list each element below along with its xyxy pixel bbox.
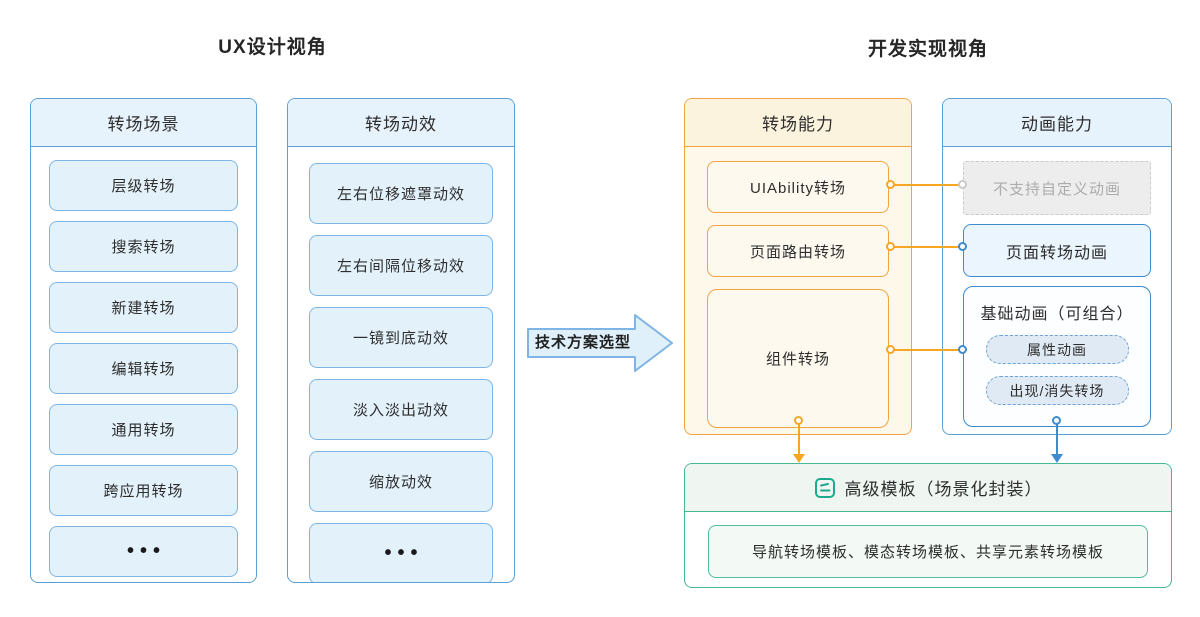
animation-item-page-transition: 页面转场动画 bbox=[963, 224, 1151, 277]
animation-item-unsupported: 不支持自定义动画 bbox=[963, 161, 1151, 215]
connector-dot-orange bbox=[794, 416, 803, 425]
flow-arrow-label: 技术方案选型 bbox=[534, 333, 631, 351]
effect-item: 淡入淡出动效 bbox=[309, 379, 493, 440]
connector-dot-blue bbox=[958, 242, 967, 251]
template-section-header: 高级模板（场景化封装） bbox=[685, 464, 1171, 512]
effect-item-ellipsis: ••• bbox=[309, 523, 493, 582]
template-icon bbox=[814, 477, 835, 498]
capability-item-component: 组件转场 bbox=[707, 289, 889, 428]
animation-column-body: 不支持自定义动画 页面转场动画 基础动画（可组合） 属性动画 出现/消失转场 bbox=[943, 147, 1171, 434]
effect-item: 缩放动效 bbox=[309, 451, 493, 512]
template-section: 高级模板（场景化封装） 导航转场模板、模态转场模板、共享元素转场模板 bbox=[684, 463, 1172, 588]
pill-appear-disappear: 出现/消失转场 bbox=[985, 376, 1129, 405]
down-arrow-blue-line bbox=[1056, 420, 1058, 456]
effect-item: 一镜到底动效 bbox=[309, 307, 493, 368]
animation-column: 动画能力 不支持自定义动画 页面转场动画 基础动画（可组合） 属性动画 出现/消… bbox=[942, 98, 1172, 435]
effect-item: 左右间隔位移动效 bbox=[309, 235, 493, 296]
connector-dot-orange bbox=[886, 345, 895, 354]
capability-column: 转场能力 UIAbility转场 页面路由转场 组件转场 bbox=[684, 98, 912, 435]
dev-perspective-title: 开发实现视角 bbox=[867, 39, 988, 60]
scene-column: 转场场景 层级转场 搜索转场 新建转场 编辑转场 通用转场 跨应用转场 ••• bbox=[30, 98, 257, 583]
down-arrow-blue-head bbox=[1051, 454, 1063, 463]
pill-property-animation: 属性动画 bbox=[985, 335, 1129, 364]
template-list: 导航转场模板、模态转场模板、共享元素转场模板 bbox=[708, 525, 1148, 578]
template-section-body: 导航转场模板、模态转场模板、共享元素转场模板 bbox=[685, 512, 1171, 587]
connector-dot-orange bbox=[886, 180, 895, 189]
scene-item: 通用转场 bbox=[49, 404, 238, 455]
connector-line-uiability bbox=[890, 184, 962, 186]
effect-column-header: 转场动效 bbox=[288, 99, 514, 147]
scene-column-header: 转场场景 bbox=[31, 99, 256, 147]
effect-column: 转场动效 左右位移遮罩动效 左右间隔位移动效 一镜到底动效 淡入淡出动效 缩放动… bbox=[287, 98, 515, 583]
scene-item: 编辑转场 bbox=[49, 343, 238, 394]
scene-item: 新建转场 bbox=[49, 282, 238, 333]
connector-dot-blue bbox=[958, 345, 967, 354]
scene-column-body: 层级转场 搜索转场 新建转场 编辑转场 通用转场 跨应用转场 ••• bbox=[31, 147, 256, 582]
capability-column-header: 转场能力 bbox=[685, 99, 911, 147]
ux-perspective-title: UX设计视角 bbox=[218, 37, 327, 58]
capability-item-uiability: UIAbility转场 bbox=[707, 161, 889, 213]
connector-dot-orange bbox=[886, 242, 895, 251]
capability-column-body: UIAbility转场 页面路由转场 组件转场 bbox=[685, 147, 911, 434]
effect-item: 左右位移遮罩动效 bbox=[309, 163, 493, 224]
effect-column-body: 左右位移遮罩动效 左右间隔位移动效 一镜到底动效 淡入淡出动效 缩放动效 ••• bbox=[288, 147, 514, 582]
down-arrow-orange-head bbox=[793, 454, 805, 463]
down-arrow-orange-line bbox=[798, 420, 800, 456]
scene-item: 层级转场 bbox=[49, 160, 238, 211]
connector-line-router bbox=[890, 246, 962, 248]
scene-item-ellipsis: ••• bbox=[49, 526, 238, 577]
scene-item: 搜索转场 bbox=[49, 221, 238, 272]
connector-line-component bbox=[890, 349, 962, 351]
basic-animation-group-title: 基础动画（可组合） bbox=[980, 306, 1134, 323]
flow-arrow bbox=[525, 312, 675, 374]
animation-column-header: 动画能力 bbox=[943, 99, 1171, 147]
scene-item: 跨应用转场 bbox=[49, 465, 238, 516]
flow-arrow-icon bbox=[527, 314, 673, 372]
connector-dot-blue bbox=[1052, 416, 1061, 425]
template-section-title: 高级模板（场景化封装） bbox=[844, 480, 1043, 499]
connector-dot-gray bbox=[958, 180, 967, 189]
basic-animation-group: 基础动画（可组合） 属性动画 出现/消失转场 bbox=[963, 286, 1151, 427]
capability-item-router: 页面路由转场 bbox=[707, 225, 889, 277]
